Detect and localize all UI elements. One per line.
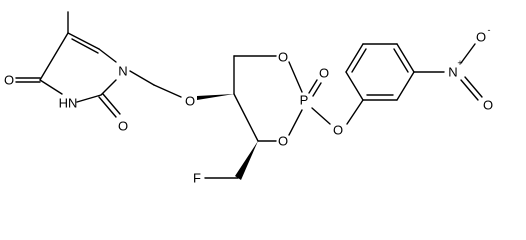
- atom-o-nitro-1-charge: -: [488, 25, 491, 35]
- atom-o-ring-bottom: O: [278, 134, 288, 149]
- chemical-structure: O HN O N O O O P O O F N + O - O: [4, 11, 493, 185]
- atom-n1: N: [118, 64, 127, 79]
- bond-n1-ch2: [129, 70, 155, 86]
- atom-f: F: [193, 171, 201, 185]
- bond-p-o-double-2: [312, 82, 322, 97]
- atom-o-nitro-1: O: [476, 30, 486, 45]
- bond-c6-n1: [98, 48, 117, 63]
- bond-c5-c6: [67, 32, 100, 50]
- thymine-ring: [15, 11, 121, 118]
- bond-c4-ch2f-wedge: [235, 141, 258, 180]
- bond-p-o-double-1: [308, 79, 318, 94]
- bond-ar-2-3: [396, 71, 415, 101]
- bond-c4-c5: [39, 32, 69, 81]
- bond-ar-inner-2: [393, 48, 409, 73]
- atom-o-ether: O: [185, 94, 195, 109]
- bond-o-top-p: [288, 61, 303, 93]
- nitrophenyl-ring: [345, 43, 483, 125]
- bond-ar-6-1: [345, 71, 364, 101]
- bond-n-o-2a: [460, 79, 479, 101]
- bond-n1-c2: [100, 79, 117, 96]
- dioxaphosphorinane-ring: [197, 55, 331, 180]
- bond-c2-n3: [76, 94, 102, 103]
- atom-n-nitro-charge: +: [457, 58, 462, 68]
- bond-n-o-1: [460, 43, 476, 64]
- bond-ar-3-4: [396, 43, 415, 73]
- atom-o-p-aryl: O: [333, 123, 343, 138]
- bond-c2-o-2: [102, 93, 121, 115]
- bond-c4-c5: [233, 93, 259, 142]
- bond-o-aryl-c1: [346, 99, 364, 125]
- bond-ar-inner-3: [351, 48, 367, 73]
- bond-p-o-bottom: [288, 109, 303, 136]
- atom-n3-h: HN: [59, 96, 78, 111]
- bond-n-o-2b: [464, 76, 483, 98]
- atom-o-nitro-2: O: [483, 98, 493, 113]
- bond-n3-c4: [39, 79, 63, 95]
- atom-o-ring-top: O: [278, 50, 288, 65]
- atom-n-nitro: N: [448, 65, 457, 80]
- bond-c5-c6-double: [71, 38, 99, 54]
- bond-ch2-o: [153, 84, 182, 98]
- bond-c5-o-ether-wedge: [197, 94, 234, 100]
- atom-p: P: [300, 93, 309, 108]
- bond-c2-o-1: [98, 96, 117, 118]
- bond-ar-5-6: [345, 43, 364, 73]
- atom-o-c4: O: [4, 73, 14, 88]
- atom-o-p-double: O: [319, 66, 329, 81]
- bond-p-o-aryl: [311, 107, 331, 125]
- atom-o-c2: O: [118, 119, 128, 134]
